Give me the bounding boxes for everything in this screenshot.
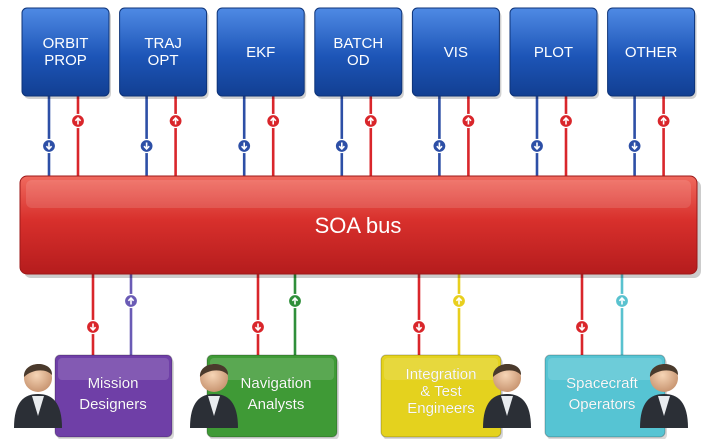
user-label-navigation-analysts: Analysts: [248, 396, 305, 413]
arrow-down-icon: [627, 138, 642, 154]
service-box-body: [314, 7, 403, 97]
arrow-down-icon: [529, 138, 545, 154]
arrow-down-icon: [41, 138, 57, 154]
arrow-up-icon: [287, 293, 303, 309]
service-box-body: [21, 7, 110, 97]
arrow-up-icon: [363, 113, 378, 129]
arrow-down-icon: [411, 319, 427, 335]
bus-highlight: [26, 180, 691, 208]
service-label-ekf: EKF: [246, 44, 275, 61]
user-label-spacecraft-operators: Operators: [569, 396, 636, 413]
arrow-down-icon: [85, 319, 101, 335]
user-box-highlight: [58, 358, 169, 380]
user-label-integration-test-engineers: Engineers: [407, 400, 475, 417]
service-box-plot: PLOT: [509, 7, 599, 99]
arrow-up-icon: [558, 113, 574, 129]
service-box-other: OTHER: [607, 7, 697, 99]
arrow-up-icon: [168, 113, 183, 129]
person-icon: [483, 363, 531, 428]
service-label-other: OTHER: [625, 44, 678, 61]
user-label-mission-designers: Designers: [79, 396, 147, 413]
user-box-mission-designers: [54, 354, 173, 438]
arrow-up-icon: [123, 293, 139, 309]
bus-label: SOA bus: [315, 213, 402, 238]
user-label-spacecraft-operators: Spacecraft: [566, 375, 639, 392]
arrow-down-icon: [334, 138, 349, 154]
arrow-down-icon: [574, 319, 590, 335]
service-box-vis: VIS: [411, 7, 502, 99]
service-box-body: [607, 7, 696, 97]
service-label-traj-opt: OPT: [148, 52, 179, 69]
arrow-down-icon: [432, 138, 447, 154]
user-box-highlight: [210, 358, 334, 380]
service-label-plot: PLOT: [534, 44, 573, 61]
person-icon: [14, 363, 62, 428]
arrow-up-icon: [70, 113, 86, 129]
service-box-body: [509, 7, 598, 97]
service-label-traj-opt: TRAJ: [144, 35, 182, 52]
user-label-navigation-analysts: Navigation: [241, 375, 312, 392]
arrow-down-icon: [237, 138, 252, 154]
service-label-batch-od: OD: [347, 52, 370, 69]
arrow-up-icon: [656, 113, 671, 129]
user-label-integration-test-engineers: & Test: [420, 383, 462, 400]
user-box-highlight: [548, 358, 662, 380]
service-box-body: [411, 7, 500, 97]
user-box-highlight: [384, 358, 498, 380]
arrow-up-icon: [451, 293, 467, 309]
person-icon: [190, 363, 238, 428]
soa-bus: [19, 175, 698, 275]
service-label-vis: VIS: [444, 44, 468, 61]
arrow-up-icon: [461, 113, 476, 129]
arrow-down-icon: [250, 319, 266, 335]
arrow-down-icon: [139, 138, 154, 154]
user-label-mission-designers: Mission: [88, 375, 139, 392]
service-box-body: [216, 7, 305, 97]
arrow-up-icon: [266, 113, 281, 129]
service-box-body: [119, 7, 208, 97]
service-label-orbit-prop: PROP: [44, 52, 87, 69]
service-label-batch-od: BATCH: [333, 35, 383, 52]
service-label-orbit-prop: ORBIT: [43, 35, 89, 52]
person-icon: [640, 363, 688, 428]
user-label-integration-test-engineers: Integration: [406, 366, 477, 383]
service-box-ekf: EKF: [216, 7, 307, 99]
arrow-up-icon: [614, 293, 630, 309]
